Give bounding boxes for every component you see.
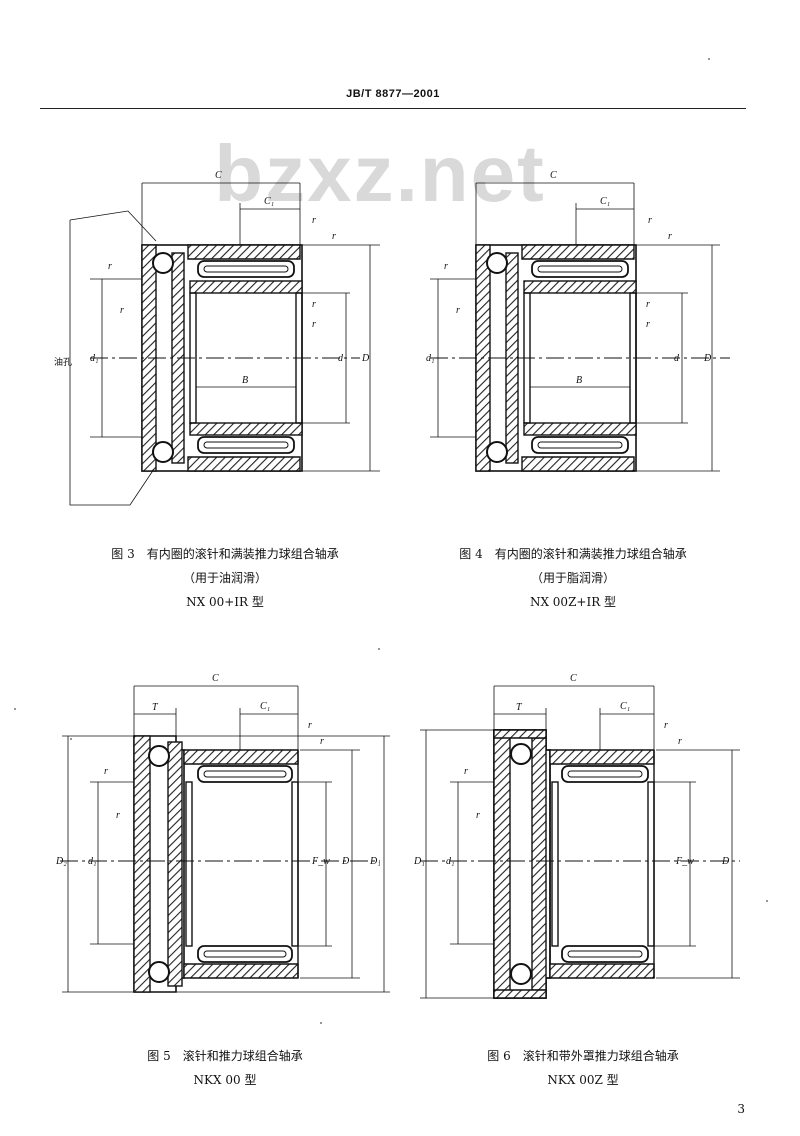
dim-C1: C₁	[620, 701, 630, 712]
dim-r-top: r	[664, 720, 668, 731]
figure-3-drawing: C C₁ r r r r r r d₁ d D B 油孔	[54, 170, 380, 506]
scan-speck	[70, 738, 72, 740]
dim-d1: d₁	[90, 353, 98, 364]
watermark: bzxz.net	[214, 129, 546, 218]
dim-B: B	[242, 375, 248, 386]
caption-note: （用于脂润滑）	[530, 571, 615, 585]
dim-Fw: F_w	[311, 856, 330, 867]
dim-T: T	[516, 702, 523, 713]
figure-5-drawing: C T C₁ r r r r D₂ d₁ F_w D D₁	[55, 673, 390, 993]
caption-type: NKX 00Z 型	[547, 1073, 619, 1087]
dim-r-top: r	[312, 215, 316, 226]
dim-r-top-right: r	[320, 736, 324, 747]
dim-D: D	[721, 856, 730, 867]
dim-C1: C₁	[260, 701, 270, 712]
dim-B: B	[576, 375, 582, 386]
figure-6-drawing: C T C₁ r r r r D₁ d₁ F_w D	[413, 673, 740, 999]
dim-Fw: F_w	[675, 856, 694, 867]
figure-4-caption: 图 4 有内圈的滚针和满装推力球组合轴承 （用于脂润滑） NX 00Z+IR 型	[408, 542, 738, 614]
dim-d: d	[338, 353, 344, 364]
scan-speck	[708, 58, 710, 60]
dim-D2: D₂	[55, 856, 67, 867]
dim-d1: d₁	[88, 856, 96, 867]
figure-6-caption: 图 6 滚针和带外罩推力球组合轴承 NKX 00Z 型	[418, 1044, 748, 1092]
dim-d1: d₁	[446, 856, 454, 867]
dim-D: D	[703, 353, 712, 364]
dim-r-left: r	[464, 766, 468, 777]
dim-C: C	[550, 170, 557, 181]
dim-r-left: r	[108, 261, 112, 272]
dim-d1: d₁	[426, 353, 434, 364]
dim-C1: C₁	[600, 196, 610, 207]
dim-T: T	[152, 702, 159, 713]
caption-note: （用于油润滑）	[182, 571, 267, 585]
dim-r-mid: r	[646, 299, 650, 310]
caption-type: NX 00Z+IR 型	[529, 595, 617, 609]
page-number: 3	[737, 1102, 745, 1116]
dim-D: D	[341, 856, 350, 867]
dim-r-inner: r	[120, 305, 124, 316]
dim-D1: D₁	[413, 856, 425, 867]
dim-C: C	[212, 673, 219, 684]
caption-type: NKX 00 型	[193, 1073, 257, 1087]
dim-r-right: r	[312, 319, 316, 330]
dim-r-top-right: r	[668, 231, 672, 242]
figure-5-caption: 图 5 滚针和推力球组合轴承 NKX 00 型	[60, 1044, 390, 1092]
oil-hole-label: 油孔	[54, 356, 72, 367]
dim-D: D	[361, 353, 370, 364]
caption-title: 图 6 滚针和带外罩推力球组合轴承	[487, 1049, 679, 1063]
dim-r-inner: r	[116, 810, 120, 821]
dim-r-top: r	[308, 720, 312, 731]
dim-r-top: r	[648, 215, 652, 226]
dim-r-left: r	[444, 261, 448, 272]
standard-number: JB/T 8877—2001	[346, 88, 440, 100]
caption-title: 图 4 有内圈的滚针和满装推力球组合轴承	[459, 547, 687, 561]
caption-type: NX 00+IR 型	[186, 595, 264, 609]
scan-speck	[14, 708, 16, 710]
dim-D1: D₁	[369, 856, 381, 867]
figure-3-caption: 图 3 有内圈的滚针和满装推力球组合轴承 （用于油润滑） NX 00+IR 型	[60, 542, 390, 614]
page-header: JB/T 8877—2001	[40, 88, 746, 109]
dim-r-right: r	[646, 319, 650, 330]
dim-C: C	[570, 673, 577, 684]
scan-speck	[766, 900, 768, 902]
dim-d: d	[674, 353, 680, 364]
dim-r-top-right: r	[332, 231, 336, 242]
dim-r-mid: r	[312, 299, 316, 310]
dim-r-top-right: r	[678, 736, 682, 747]
dim-C: C	[215, 170, 222, 181]
scan-speck	[378, 648, 380, 650]
figure-4-drawing: C C₁ r r r r r r d₁ d D B	[426, 170, 730, 472]
dim-C1: C₁	[264, 196, 274, 207]
scan-speck	[320, 1022, 322, 1024]
caption-title: 图 3 有内圈的滚针和满装推力球组合轴承	[111, 547, 339, 561]
dim-r-inner: r	[476, 810, 480, 821]
dim-r-inner: r	[456, 305, 460, 316]
dim-r-left: r	[104, 766, 108, 777]
caption-title: 图 5 滚针和推力球组合轴承	[147, 1049, 303, 1063]
